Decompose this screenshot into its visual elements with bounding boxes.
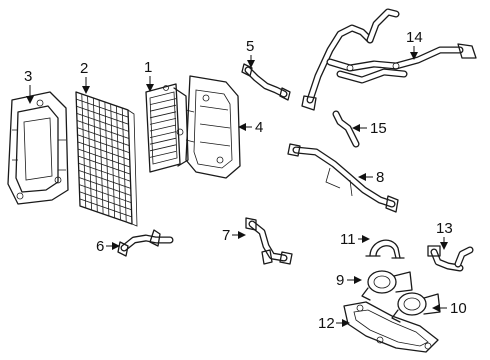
svg-text:6: 6	[96, 238, 104, 255]
svg-text:13: 13	[436, 220, 453, 237]
callout-4: 4	[238, 119, 263, 136]
callout-13: 13	[436, 220, 453, 250]
part-9-pump	[361, 270, 413, 301]
svg-text:3: 3	[24, 68, 32, 85]
part-1-radiator	[145, 83, 189, 173]
callout-15: 15	[352, 120, 387, 137]
callout-11: 11	[340, 231, 370, 248]
callout-7: 7	[222, 227, 246, 244]
callout-8: 8	[358, 169, 384, 186]
svg-text:10: 10	[450, 300, 467, 317]
part-12-bracket	[343, 301, 439, 353]
part-14-hose-assembly	[301, 8, 477, 111]
svg-text:4: 4	[255, 119, 263, 136]
callout-12: 12	[318, 315, 350, 332]
svg-text:8: 8	[376, 169, 384, 186]
svg-text:5: 5	[246, 38, 254, 55]
part-7-hose	[245, 217, 293, 265]
svg-text:14: 14	[406, 29, 423, 46]
callout-5: 5	[246, 38, 255, 68]
callout-3: 3	[24, 68, 34, 104]
part-2-condenser	[75, 91, 138, 227]
part-8-pipe	[287, 143, 399, 213]
part-3-shroud	[7, 91, 69, 205]
svg-text:11: 11	[340, 231, 356, 248]
part-15-hose	[332, 110, 360, 148]
callout-14: 14	[406, 29, 423, 60]
callout-6: 6	[96, 238, 120, 255]
svg-text:2: 2	[80, 60, 88, 77]
callout-10: 10	[432, 300, 467, 317]
part-5-hose	[241, 63, 291, 101]
callout-1: 1	[144, 59, 154, 92]
svg-text:7: 7	[222, 227, 230, 244]
callout-2: 2	[80, 60, 90, 94]
svg-text:9: 9	[336, 272, 344, 289]
svg-text:12: 12	[318, 315, 335, 332]
part-4-support-frame	[185, 75, 241, 179]
part-6-hose	[117, 229, 174, 257]
callout-9: 9	[336, 272, 362, 289]
part-13-hose	[427, 245, 474, 272]
svg-text:1: 1	[144, 59, 152, 76]
part-11-clamp	[365, 239, 405, 259]
part-10-pump	[391, 292, 441, 323]
svg-text:15: 15	[370, 120, 387, 137]
